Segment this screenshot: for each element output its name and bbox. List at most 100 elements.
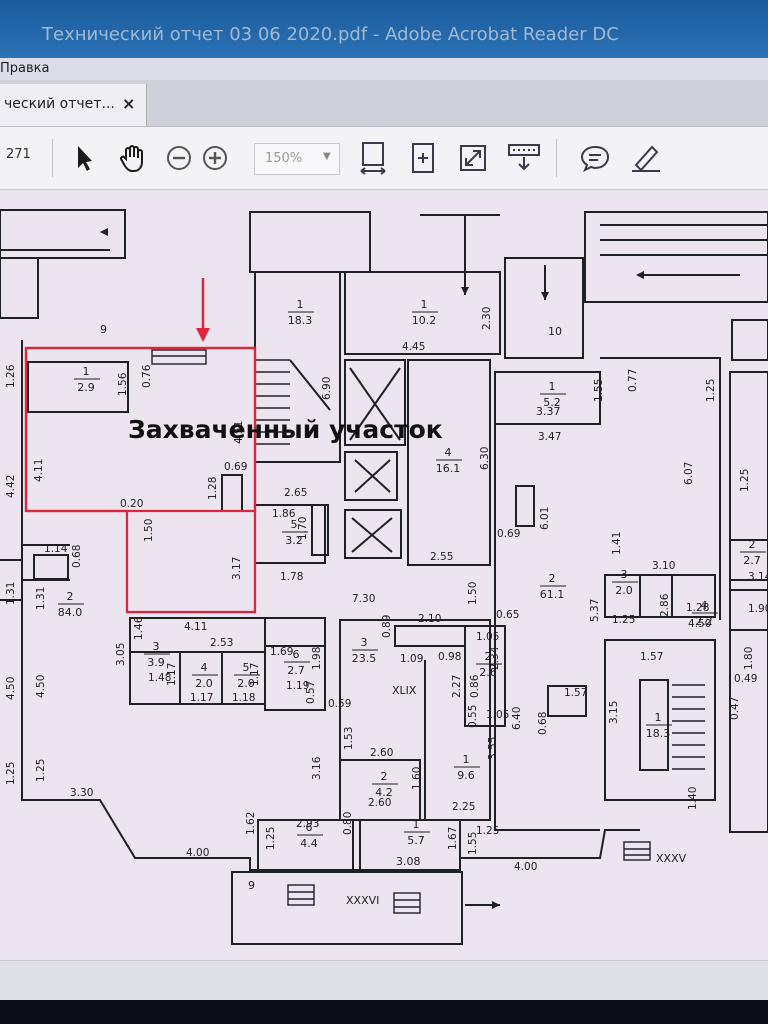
- dimension-label: 1.86: [272, 508, 296, 520]
- zoom-select[interactable]: 150% ▼: [254, 143, 340, 175]
- room-area: 2.0: [615, 584, 633, 597]
- dimension-label: 4.00: [514, 861, 537, 873]
- room-number: 1: [421, 298, 428, 311]
- room-area: 5.7: [407, 834, 425, 847]
- room-sub-label: 3.37: [536, 405, 561, 418]
- dimension-label: 3.17: [231, 557, 243, 580]
- dimension-label: 0.69: [497, 528, 520, 540]
- room-number: 4: [201, 661, 208, 674]
- menu-item-edit[interactable]: Правка: [0, 61, 50, 76]
- room-number: 1: [413, 818, 420, 831]
- dimension-label: 4.00: [186, 847, 209, 859]
- dimension-label: 7.30: [352, 593, 375, 605]
- room-number: 6: [293, 648, 300, 661]
- dimension-label: 2.27: [451, 675, 463, 698]
- room-number: 1: [463, 753, 470, 766]
- room-number: 3: [153, 640, 160, 653]
- dimension-label: 1.17: [190, 692, 213, 704]
- dimension-label: 2.10: [418, 613, 441, 625]
- title-bar: Технический отчет 03 06 2020.pdf - Adobe…: [0, 0, 768, 58]
- dimension-label: 2.55: [430, 551, 453, 563]
- room-area: 18.3: [288, 314, 313, 327]
- dimension-label: 0.77: [627, 369, 639, 392]
- close-tab-icon[interactable]: ×: [122, 94, 136, 113]
- room-number: 2: [749, 538, 756, 551]
- page-number[interactable]: 271: [6, 147, 31, 162]
- annotation-label: Захваченный участок: [128, 415, 443, 444]
- fullscreen-icon[interactable]: [456, 141, 490, 175]
- dimension-label: 1.28: [207, 477, 219, 500]
- room-number: 6: [306, 821, 313, 834]
- dimension-label: 0.89: [381, 615, 393, 638]
- dimension-label: 0.68: [537, 712, 549, 735]
- dimension-label: 0.59: [328, 698, 351, 710]
- dimension-label: 1.09: [400, 653, 423, 665]
- dimension-label: 2.65: [284, 487, 307, 499]
- menu-bar: Правка: [0, 58, 768, 80]
- dimension-label: 2.60: [370, 747, 393, 759]
- room-area: 4.4: [300, 837, 318, 850]
- dimension-label: 0.76: [141, 364, 153, 388]
- dimension-label: 1.48: [148, 672, 171, 684]
- dimension-label: 3.10: [652, 560, 675, 572]
- dimension-label: 6.40: [511, 707, 523, 730]
- room-number: 3: [361, 636, 368, 649]
- section-label: 10: [548, 325, 562, 338]
- dimension-label: 1.25: [265, 827, 277, 850]
- dimension-label: 1.05: [486, 709, 509, 721]
- dimension-label: 1.19: [286, 680, 309, 692]
- toolbar: 271 150% ▼: [0, 127, 768, 190]
- dimension-label: 0.55: [467, 705, 479, 728]
- zoom-in-icon[interactable]: [200, 141, 230, 175]
- dimension-label: 4.50: [35, 675, 47, 698]
- select-arrow-icon[interactable]: [70, 141, 98, 175]
- zoom-dropdown-icon[interactable]: ▼: [323, 151, 331, 162]
- dimension-label: 1.98: [311, 647, 323, 670]
- dimension-label: 1.31: [35, 587, 47, 610]
- dimension-label: 1.17: [166, 663, 178, 686]
- dimension-label: 1.50: [467, 582, 479, 605]
- dimension-label: 3.14: [748, 571, 768, 583]
- dimension-label: 3.47: [538, 431, 561, 443]
- dimension-label: 0.80: [342, 812, 354, 835]
- status-bar: [0, 960, 768, 1000]
- dimension-label: 1.41: [611, 532, 623, 555]
- dimension-label: 1.56: [117, 372, 129, 396]
- dimension-label: 3.55: [487, 737, 499, 760]
- rotate-icon[interactable]: [406, 141, 440, 175]
- room-area: 84.0: [58, 606, 83, 619]
- room-number: 4: [701, 599, 708, 612]
- dimension-label: 1.40: [687, 787, 699, 810]
- dimension-label: 1.60: [411, 767, 423, 790]
- captured-area-outline: [24, 346, 257, 614]
- dimension-label: 1.80: [743, 647, 755, 670]
- comment-icon[interactable]: [578, 141, 612, 175]
- page-fit-icon[interactable]: [356, 141, 390, 175]
- zoom-out-icon[interactable]: [164, 141, 194, 175]
- room-area: 16.1: [436, 462, 461, 475]
- dimension-label: 0.65: [496, 609, 519, 621]
- pen-icon[interactable]: [628, 141, 664, 175]
- hand-icon[interactable]: [116, 141, 150, 175]
- dimension-label: 6.01: [539, 507, 551, 530]
- room-number: 1: [549, 380, 556, 393]
- dimension-label: 0.68: [71, 545, 83, 568]
- dimension-label: 4.42: [5, 475, 17, 498]
- room-area: 61.1: [540, 588, 565, 601]
- dimension-label: 1.25: [476, 825, 499, 837]
- section-label: 9: [100, 323, 107, 336]
- screen: Технический отчет 03 06 2020.pdf - Adobe…: [0, 0, 768, 1000]
- document-tab[interactable]: ческий отчет... ×: [0, 84, 147, 126]
- keyboard-icon[interactable]: [506, 141, 542, 175]
- dimension-label: 2.86: [659, 593, 671, 617]
- dimension-label: 0.47: [729, 697, 741, 720]
- room-area: 23.5: [352, 652, 377, 665]
- dimension-label: 6.30: [479, 447, 491, 470]
- dimension-label: 0.69: [224, 461, 247, 473]
- dimension-label: 1.50: [143, 519, 155, 542]
- dimension-label: 1.69: [270, 646, 293, 658]
- room-number: 5: [243, 661, 250, 674]
- room-number: 5: [291, 518, 298, 531]
- dimension-label: 2.53: [210, 637, 233, 649]
